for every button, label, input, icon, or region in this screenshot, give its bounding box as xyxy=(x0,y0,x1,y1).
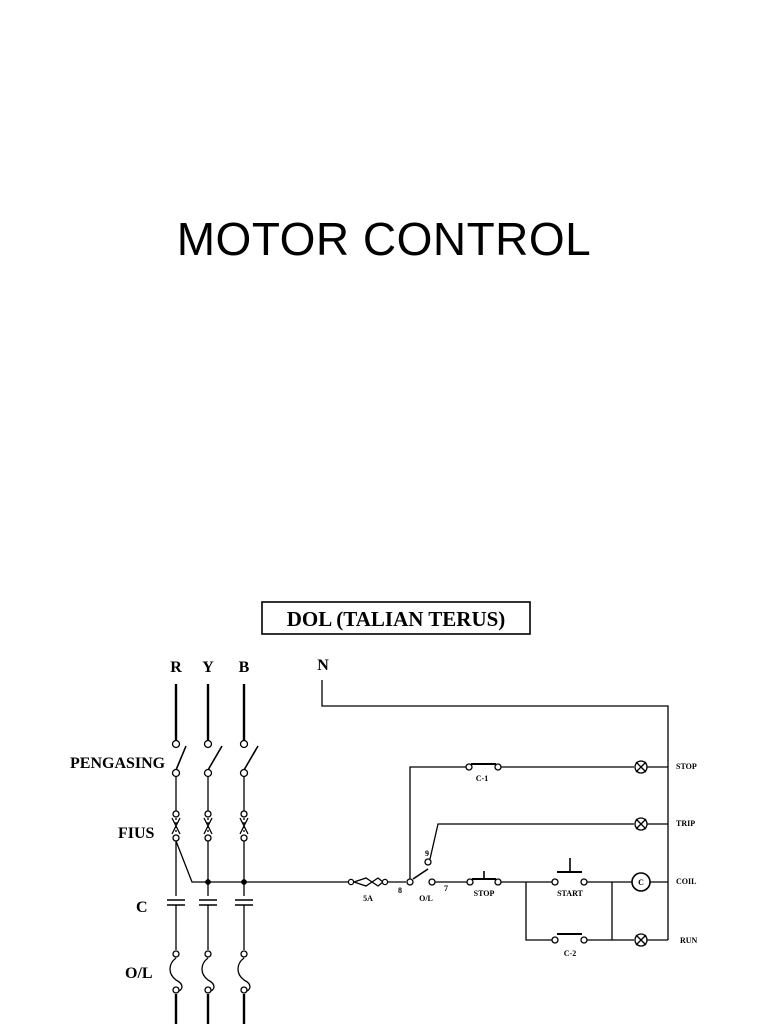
wire-number-9: 9 xyxy=(425,849,429,858)
contact-c2: C-2 xyxy=(551,933,588,958)
phase-line-r xyxy=(167,684,187,1024)
control-supply-wire xyxy=(175,840,348,883)
svg-text:TRIP: TRIP xyxy=(676,819,695,828)
phase-label-y: Y xyxy=(202,659,214,676)
label-overload: O/L xyxy=(125,965,153,982)
wire-number-7: 7 xyxy=(444,884,448,893)
contact-c1: C-1 xyxy=(465,763,634,783)
svg-text:STOP: STOP xyxy=(474,889,495,898)
run-indicator-lamp: RUN xyxy=(634,933,698,947)
label-contactor: C xyxy=(136,899,148,916)
diagram-title: DOL (TALIAN TERUS) xyxy=(287,607,506,631)
phase-line-y xyxy=(199,684,223,1024)
svg-text:STOP: STOP xyxy=(676,762,697,771)
svg-text:C-1: C-1 xyxy=(476,774,488,783)
phase-label-r: R xyxy=(170,659,182,676)
diagram-title-box: DOL (TALIAN TERUS) xyxy=(261,601,531,635)
slide-title: MOTOR CONTROL xyxy=(176,213,592,265)
trip-branch-wire xyxy=(429,823,634,860)
fuse-rating: 5A xyxy=(363,894,373,903)
stop-pushbutton: STOP xyxy=(466,871,502,898)
phase-label-b: B xyxy=(239,659,250,676)
svg-text:COIL: COIL xyxy=(676,877,696,886)
overload-contact-label: O/L xyxy=(419,894,433,903)
wire-number-8: 8 xyxy=(398,886,402,895)
control-fuse: 5A xyxy=(347,877,406,903)
start-pushbutton: START xyxy=(551,858,588,898)
svg-text:C-2: C-2 xyxy=(564,949,576,958)
phase-line-b xyxy=(235,684,259,1024)
trip-indicator-lamp: TRIP xyxy=(634,817,695,831)
stop-indicator-lamp: STOP xyxy=(634,760,697,774)
hold-branch-wire xyxy=(525,882,552,941)
neutral-label: N xyxy=(317,657,329,674)
svg-text:RUN: RUN xyxy=(680,936,698,945)
dol-wiring-diagram: DOL (TALIAN TERUS) R Y B N PENGASING FIU… xyxy=(0,590,768,1024)
contactor-coil: C COIL xyxy=(631,872,696,892)
label-fius: FIUS xyxy=(118,825,155,842)
label-pengasing: PENGASING xyxy=(70,755,166,772)
neutral-wire xyxy=(321,680,669,940)
c1-branch-wire xyxy=(409,766,466,879)
svg-text:START: START xyxy=(557,889,583,898)
svg-text:C: C xyxy=(638,878,644,887)
